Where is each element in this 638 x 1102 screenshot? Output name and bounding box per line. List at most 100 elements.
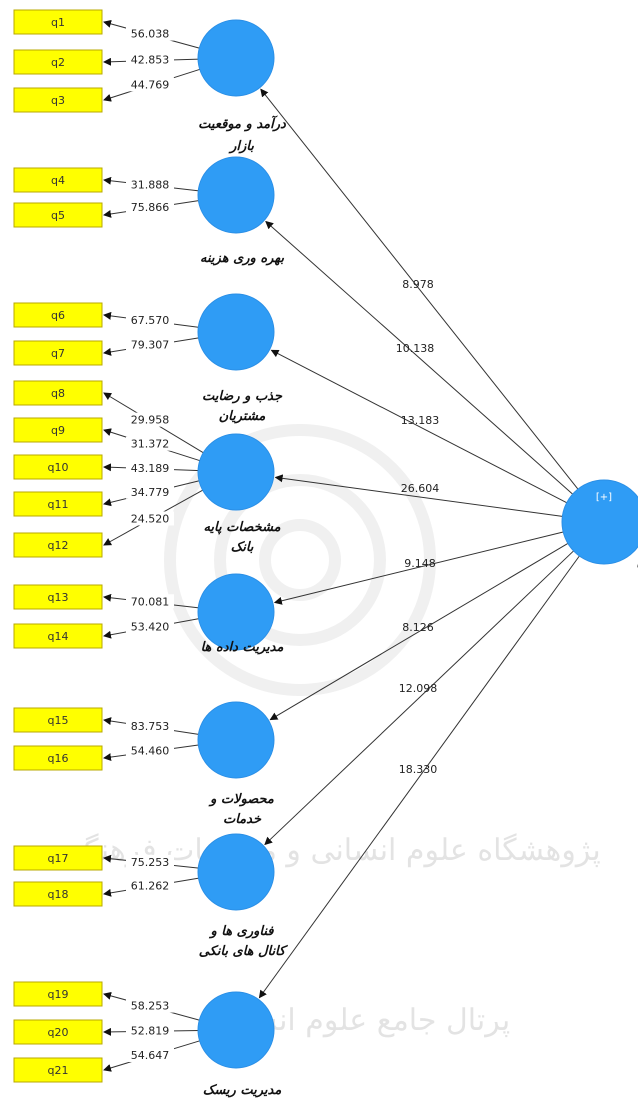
indicator-q9[interactable]: q9 — [13, 417, 103, 443]
indicator-q12[interactable]: q12 — [13, 532, 103, 558]
indicator-box[interactable] — [13, 454, 103, 480]
construct-label: بهره وری هزینه — [200, 251, 284, 266]
indicator-label: q5 — [51, 209, 65, 222]
weight-label-bg — [126, 199, 174, 214]
indicator-q21[interactable]: q21 — [13, 1057, 103, 1083]
construct-5 — [197, 573, 275, 651]
indicator-box[interactable] — [13, 380, 103, 406]
indicator-box[interactable] — [13, 981, 103, 1007]
path-coefficient: 8.126 — [402, 621, 434, 634]
indicator-q4[interactable]: q4 — [13, 167, 103, 193]
indicator-q14[interactable]: q14 — [13, 623, 103, 649]
path-arrow — [273, 531, 564, 605]
construct-label: مدیریت ریسک — [203, 1083, 282, 1098]
indicator-q13[interactable]: q13 — [13, 584, 103, 610]
weight-label-bg — [126, 312, 174, 327]
indicator-q15[interactable]: q15 — [13, 707, 103, 733]
indicator-label: q3 — [51, 94, 65, 107]
indicator-q16[interactable]: q16 — [13, 745, 103, 771]
construct-circle[interactable] — [197, 156, 275, 234]
indicator-q6[interactable]: q6 — [13, 302, 103, 328]
indicator-box[interactable] — [13, 707, 103, 733]
weight-label-bg — [126, 460, 174, 475]
indicator-box[interactable] — [13, 745, 103, 771]
construct-label: درآمد و موقعیت — [198, 115, 287, 132]
construct-label: فناوری ها و — [209, 924, 275, 939]
weight-label-bg — [126, 484, 174, 499]
construct-circle[interactable] — [197, 701, 275, 779]
indicator-label: q13 — [48, 591, 69, 604]
construct-label: کانال های بانکی — [199, 944, 289, 959]
construct-label: خدمات — [223, 812, 262, 827]
indicator-box[interactable] — [13, 584, 103, 610]
expand-badge[interactable]: [+] — [596, 492, 612, 503]
indicator-q20[interactable]: q20 — [13, 1019, 103, 1045]
indicator-box[interactable] — [13, 623, 103, 649]
loading-weight: 83.753 — [131, 720, 170, 733]
construct-circle[interactable] — [197, 833, 275, 911]
target-circle[interactable] — [561, 479, 638, 565]
indicator-label: q9 — [51, 424, 65, 437]
indicator-label: q6 — [51, 309, 65, 322]
loading-weight: 43.189 — [131, 462, 170, 475]
indicator-q11[interactable]: q11 — [13, 491, 103, 517]
path-arrow — [274, 474, 563, 517]
loading-weight: 70.081 — [131, 595, 170, 608]
loading-weight: 52.819 — [131, 1024, 170, 1037]
indicator-q1[interactable]: q1 — [13, 9, 103, 35]
construct-circle[interactable] — [197, 19, 275, 97]
path-coefficient: 9.148 — [404, 557, 436, 570]
indicator-box[interactable] — [13, 1019, 103, 1045]
watermark: پژوهشگاه علوم انسانی و مطالعات فرهنگی پر… — [59, 424, 601, 1038]
indicator-box[interactable] — [13, 881, 103, 907]
construct-1 — [197, 19, 275, 97]
indicator-q3[interactable]: q3 — [13, 87, 103, 113]
path-coefficient: 18.330 — [399, 763, 438, 776]
construct-label: بانک — [231, 540, 254, 555]
loading-weight: 67.570 — [131, 314, 170, 327]
construct-circle[interactable] — [197, 433, 275, 511]
indicator-label: q17 — [48, 852, 69, 865]
path-arrow — [270, 349, 567, 504]
indicator-box[interactable] — [13, 340, 103, 366]
indicator-q7[interactable]: q7 — [13, 340, 103, 366]
construct-circle[interactable] — [197, 573, 275, 651]
indicator-label: q18 — [48, 888, 69, 901]
weight-label-bg — [126, 1023, 174, 1038]
indicator-q2[interactable]: q2 — [13, 49, 103, 75]
path-arrow — [269, 542, 569, 721]
indicator-box[interactable] — [13, 9, 103, 35]
weight-label-bg — [126, 594, 174, 609]
target-label: خروجی ها — [636, 557, 638, 572]
loading-weight: 44.769 — [131, 78, 170, 91]
indicator-box[interactable] — [13, 87, 103, 113]
indicator-box[interactable] — [13, 49, 103, 75]
indicator-box[interactable] — [13, 302, 103, 328]
indicator-q18[interactable]: q18 — [13, 881, 103, 907]
construct-circle[interactable] — [197, 991, 275, 1069]
weight-label-bg — [126, 743, 174, 758]
loading-weight: 24.520 — [131, 512, 170, 525]
loading-weight: 54.460 — [131, 745, 170, 758]
indicator-box[interactable] — [13, 532, 103, 558]
indicator-box[interactable] — [13, 1057, 103, 1083]
weight-label-bg — [126, 26, 174, 41]
indicator-box[interactable] — [13, 417, 103, 443]
indicator-box[interactable] — [13, 202, 103, 228]
construct-label: جذب و رضایت — [202, 389, 283, 404]
indicator-box[interactable] — [13, 167, 103, 193]
indicator-q19[interactable]: q19 — [13, 981, 103, 1007]
weight-label-bg — [126, 854, 174, 869]
loading-weight: 56.038 — [131, 28, 170, 41]
indicator-q10[interactable]: q10 — [13, 454, 103, 480]
indicator-box[interactable] — [13, 845, 103, 871]
loading-weight: 75.866 — [131, 201, 170, 214]
indicator-q8[interactable]: q8 — [13, 380, 103, 406]
construct-circle[interactable] — [197, 293, 275, 371]
loading-weight: 34.779 — [131, 486, 170, 499]
indicator-q5[interactable]: q5 — [13, 202, 103, 228]
indicator-q17[interactable]: q17 — [13, 845, 103, 871]
indicator-box[interactable] — [13, 491, 103, 517]
loading-weight: 61.262 — [131, 879, 170, 892]
target-construct: [+] — [561, 479, 638, 565]
